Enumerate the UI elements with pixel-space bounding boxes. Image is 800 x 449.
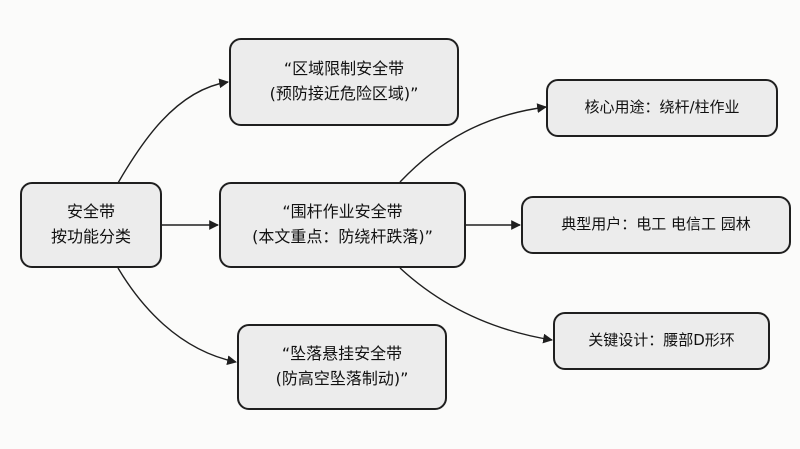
typical-users-node[interactable]: 典型用户：电工 电信工 园林 [521,196,791,254]
core-use-text: 核心用途：绕杆/柱作业 [584,98,740,117]
core-use-node[interactable]: 核心用途：绕杆/柱作业 [546,79,778,137]
fall-arrest-node[interactable]: “坠落悬挂安全带 (防高空坠落制动)” [237,324,447,410]
fall-line-1: “坠落悬挂安全带 [281,344,403,364]
zone-line-2: (预防接近危险区域)” [269,84,419,103]
fall-line-2: (防高空坠落制动)” [275,369,409,388]
arrow-root-to-fall [117,267,237,366]
root-node[interactable]: 安全带 按功能分类 [20,182,162,268]
root-line-1: 安全带 [66,202,115,222]
arrow-pole-to-use [399,103,547,183]
pole-line-1: “围杆作业安全带 [282,202,403,222]
arrow-root-to-zone [117,78,229,184]
key-design-text: 关键设计：腰部D形环 [588,331,735,350]
zone-restriction-node[interactable]: “区域限制安全带 (预防接近危险区域)” [229,38,459,126]
zone-line-1: “区域限制安全带 [283,59,405,79]
pole-line-2: (本文重点：防绕杆跌落)” [252,227,433,246]
typical-users-text: 典型用户：电工 电信工 园林 [561,215,751,234]
key-design-node[interactable]: 关键设计：腰部D形环 [553,312,770,370]
root-line-2: 按功能分类 [50,227,131,246]
arrow-pole-to-design [399,267,553,344]
pole-work-node[interactable]: “围杆作业安全带 (本文重点：防绕杆跌落)” [219,182,466,268]
